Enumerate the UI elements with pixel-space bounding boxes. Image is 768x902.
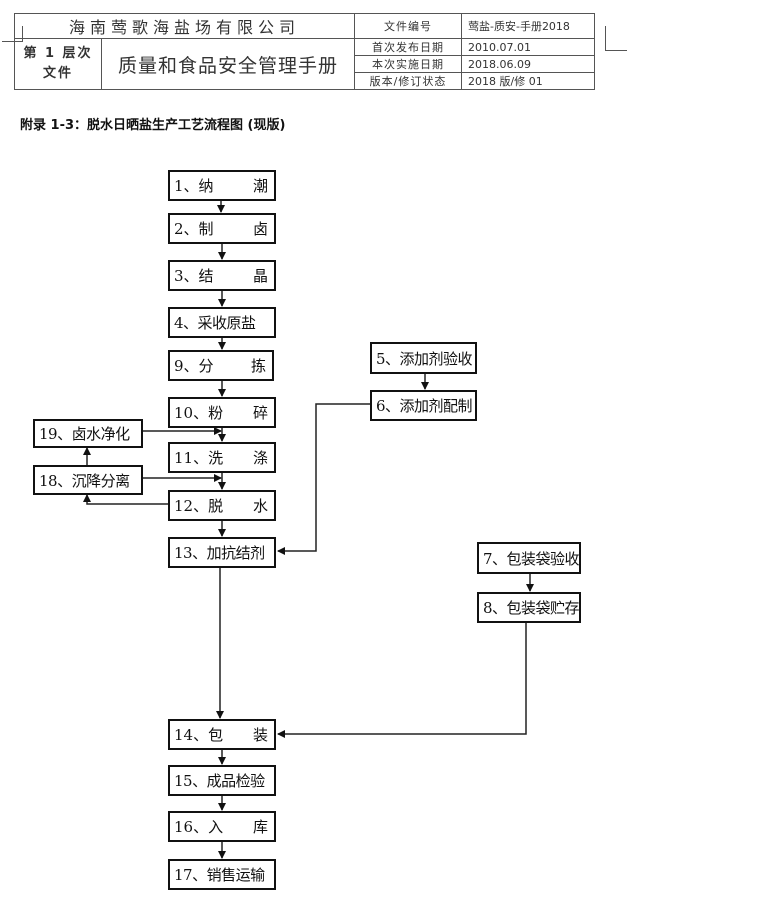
step-19-label: 19、卤水净化 (39, 425, 130, 443)
step-6-box: 6、添加剂配制 (370, 390, 477, 421)
step-2-label: 2、制 (174, 220, 214, 238)
step-15-box: 15、成品检验 (168, 765, 276, 796)
step-11-label: 11、洗 (174, 449, 224, 467)
step-1-label-end: 潮 (252, 177, 268, 195)
revision-label: 版本/修订状态 (354, 72, 462, 90)
document-level-line2: 文件 (42, 66, 73, 81)
effective-date-label: 本次实施日期 (354, 55, 462, 73)
step-7-box: 7、包装袋验收 (477, 542, 581, 574)
step-5-label: 5、添加剂验收 (376, 349, 473, 368)
crop-mark-left-vertical (22, 26, 23, 42)
document-header-table: 海南莺歌海盐场有限公司 文件编号 莺盐-质安-手册2018 第 1 层次 文件 … (14, 13, 595, 90)
step-7-label: 7、包装袋验收 (483, 549, 580, 568)
step-17-label: 17、销售运输 (174, 866, 265, 884)
step-9-box: 9、分 拣 (168, 350, 274, 381)
step-8-label: 8、包装袋贮存 (483, 599, 580, 617)
first-release-value: 2010.07.01 (461, 38, 595, 56)
step-4-box: 4、采收原盐 (168, 307, 276, 338)
document-level-line1: 第 1 层次 (23, 46, 93, 61)
step-12-label-end: 水 (252, 497, 268, 515)
step-3-box: 3、结 晶 (168, 260, 276, 291)
step-10-label-end: 碎 (252, 404, 268, 422)
crop-mark-left-horizontal (2, 41, 22, 42)
arrow-8-14 (277, 622, 527, 738)
step-3-label: 3、结 (174, 267, 214, 285)
step-13-box: 13、加抗结剂 (168, 537, 276, 568)
arrow-6-13 (277, 403, 370, 555)
step-11-box: 11、洗 涤 (168, 442, 276, 473)
step-16-box: 16、入 库 (168, 811, 276, 842)
crop-mark-right-horizontal (605, 50, 627, 51)
step-16-label: 16、入 (174, 818, 224, 836)
step-9-label: 9、分 (174, 357, 214, 375)
step-19-box: 19、卤水净化 (33, 419, 143, 448)
step-1-label: 1、纳 (174, 177, 214, 195)
step-1-box: 1、纳 潮 (168, 170, 276, 201)
step-4-label: 4、采收原盐 (174, 314, 256, 332)
step-16-label-end: 库 (252, 818, 268, 836)
step-9-label-end: 拣 (250, 357, 266, 375)
step-14-label: 14、包 (174, 726, 224, 744)
company-name: 海南莺歌海盐场有限公司 (14, 13, 355, 39)
step-15-label: 15、成品检验 (174, 772, 265, 790)
step-8-box: 8、包装袋贮存 (477, 592, 581, 623)
arrow-12-18 (83, 494, 168, 505)
doc-number-label: 文件编号 (354, 13, 462, 39)
step-12-label: 12、脱 (174, 497, 224, 515)
step-5-box: 5、添加剂验收 (370, 342, 477, 374)
step-17-box: 17、销售运输 (168, 859, 276, 890)
step-18-box: 18、沉降分离 (33, 465, 143, 495)
step-14-box: 14、包 装 (168, 719, 276, 750)
step-10-label: 10、粉 (174, 404, 224, 422)
step-10-box: 10、粉 碎 (168, 397, 276, 428)
revision-value: 2018 版/修 01 (461, 72, 595, 90)
step-2-label-end: 卤 (252, 220, 268, 238)
step-2-box: 2、制 卤 (168, 213, 276, 244)
step-6-label: 6、添加剂配制 (376, 397, 473, 415)
step-14-label-end: 装 (252, 726, 268, 744)
step-13-label: 13、加抗结剂 (174, 544, 265, 562)
appendix-title: 附录 1-3：脱水日晒盐生产工艺流程图 (现版) (20, 118, 286, 133)
crop-mark-right-vertical (605, 26, 606, 50)
step-12-box: 12、脱 水 (168, 490, 276, 521)
step-18-label: 18、沉降分离 (39, 471, 130, 490)
manual-title: 质量和食品安全管理手册 (101, 38, 355, 90)
step-11-label-end: 涤 (252, 449, 268, 467)
step-3-label-end: 晶 (252, 267, 268, 285)
document-level: 第 1 层次 文件 (14, 38, 102, 90)
